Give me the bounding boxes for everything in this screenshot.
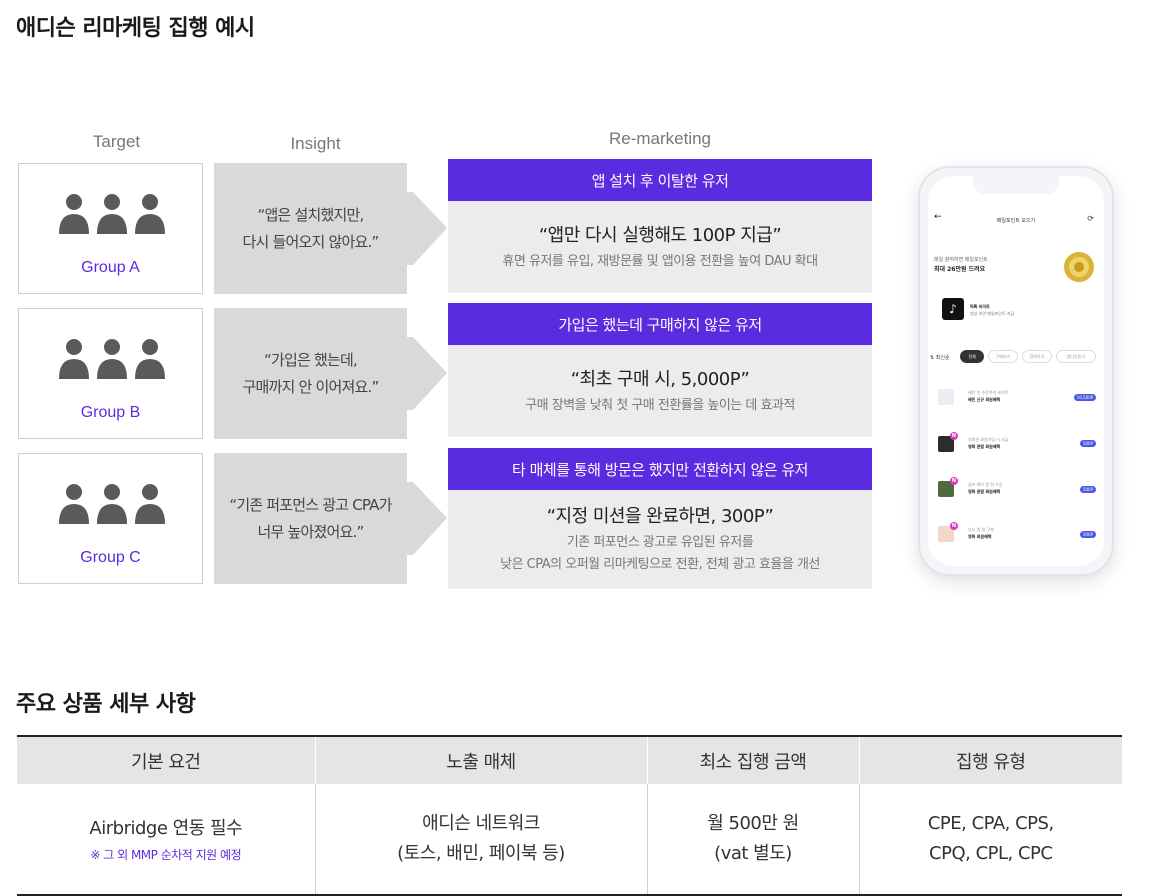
table-header-media: 노출 매체 <box>315 735 648 784</box>
section-title-product-details: 주요 상품 세부 사항 <box>16 692 196 717</box>
filter-chip-all[interactable]: 전체 <box>960 350 984 363</box>
offer-thumbnail <box>938 389 954 405</box>
remarketing-target-headline: 타 매체를 통해 방문은 했지만 전환하지 않은 유저 <box>448 448 872 490</box>
target-group-a-card: Group A <box>18 163 203 294</box>
insight-quote: “기존 퍼포먼스 광고 CPA가 너무 높아졌어요.” <box>229 495 392 541</box>
offer-thumbnail <box>938 481 954 497</box>
remarketing-card: 앱 설치 후 이탈한 유저 “앱만 다시 실행해도 100P 지급” 휴면 유저… <box>448 159 872 293</box>
group-label: Group B <box>80 404 141 421</box>
offer-line1: 골프 예약 앱 첫 가입 <box>968 482 1003 487</box>
remarketing-description: 기존 퍼포먼스 광고로 유입된 유저를 <box>566 535 754 550</box>
table-header-types: 집행 유형 <box>859 735 1122 784</box>
remarketing-description: 낮은 CPA의 오퍼월 리마케팅으로 전환, 전체 광고 효율을 개선 <box>500 557 820 572</box>
reward-pill[interactable]: 10,500P <box>1074 394 1096 401</box>
media-cell: 애디슨 네트워크 (토스, 배민, 페이북 등) <box>315 784 648 896</box>
users-icon <box>59 339 165 379</box>
types-cell: CPE, CPA, CPS, CPQ, CPL, CPC <box>859 784 1122 896</box>
offer-line2: 영화 관람 회원혜택 <box>968 489 1001 494</box>
offer-line2: 영화 관람 회원혜택 <box>968 444 1001 449</box>
insight-card: “기존 퍼포먼스 광고 CPA가 너무 높아졌어요.” <box>214 453 407 584</box>
insight-quote: “앱은 설치했지만, 다시 들어오지 않아요.” <box>242 205 380 251</box>
offer-line1: 배민 첫 주문하면 포인트 <box>968 390 1009 395</box>
arrow-right-icon <box>407 482 447 555</box>
back-arrow-icon: ← <box>934 212 942 222</box>
offer-thumbnail <box>938 526 954 542</box>
offer-line2: 배민 신규 회원혜택 <box>968 397 1001 402</box>
remarketing-offer: “지정 미션을 완료하면, 300P” <box>546 506 774 527</box>
remarketing-description: 구매 장벽을 낮춰 첫 구매 전환률을 높이는 데 효과적 <box>525 398 795 413</box>
table-header-requirement: 기본 요건 <box>17 735 316 784</box>
filter-chip-join[interactable]: 참여하기 <box>1022 350 1052 363</box>
remarketing-description: 휴면 유저를 유입, 재방문률 및 앱이용 전환을 높여 DAU 확대 <box>502 254 818 269</box>
phone-notch <box>973 176 1059 194</box>
requirement-note: ※ 그 외 MMP 순차적 지원 예정 <box>90 848 242 862</box>
banner-line1: 매일 참여하면 매일포인트 <box>934 257 988 263</box>
sort-label: 최신순 <box>935 355 950 361</box>
group-label: Group C <box>80 549 141 566</box>
requirement-value: Airbridge 연동 필수 <box>89 818 243 839</box>
remarketing-card: 타 매체를 통해 방문은 했지만 전환하지 않은 유저 “지정 미션을 완료하면… <box>448 448 872 589</box>
featured-offer-title: 틱톡 라이트 <box>970 304 990 309</box>
arrow-right-icon <box>407 192 447 265</box>
remarketing-offer: “앱만 다시 실행해도 100P 지급” <box>538 225 782 246</box>
insight-quote: “가입은 했는데, 구매까지 안 이어져요.” <box>242 350 380 396</box>
min-budget-cell: 월 500만 원 (vat 별도) <box>647 784 860 896</box>
column-header-target: Target <box>92 132 141 151</box>
offer-thumbnail <box>938 436 954 452</box>
featured-offer-desc: 영상 보면 매일포인트 지급 <box>970 311 1015 316</box>
insight-card: “앱은 설치했지만, 다시 들어오지 않아요.” <box>214 163 407 294</box>
target-group-b-card: Group B <box>18 308 203 439</box>
arrow-right-icon <box>407 337 447 410</box>
remarketing-target-headline: 가입은 했는데 구매하지 않은 유저 <box>448 303 872 345</box>
product-details-table: 기본 요건 노출 매체 최소 집행 금액 집행 유형 Airbridge 연동 … <box>17 735 1122 896</box>
requirement-cell: Airbridge 연동 필수 ※ 그 외 MMP 순차적 지원 예정 <box>17 784 316 896</box>
table-row: Airbridge 연동 필수 ※ 그 외 MMP 순차적 지원 예정 애디슨 … <box>17 784 1122 896</box>
filter-chip-buy[interactable]: 구매하기 <box>988 350 1018 363</box>
column-header-remarketing: Re-marketing <box>608 129 712 148</box>
group-label: Group A <box>81 259 140 276</box>
phone-mockup: ← 매일포인트 모으기 ⟳ 매일 참여하면 매일포인트 최대 26만원 드려요 … <box>918 166 1114 576</box>
reward-pill[interactable]: 500P <box>1080 486 1096 493</box>
column-header-insight: Insight <box>290 134 341 153</box>
remarketing-offer: “최초 구매 시, 5,000P” <box>570 369 750 390</box>
sort-button[interactable]: ⇅ 최신순 <box>930 355 950 361</box>
new-badge-icon: N <box>950 432 958 440</box>
users-icon <box>59 194 165 234</box>
headset-icon: ⟳ <box>1087 214 1094 223</box>
app-header-title: 매일포인트 모으기 <box>996 218 1036 224</box>
tiktok-icon: ♪ <box>942 298 964 320</box>
new-badge-icon: N <box>950 477 958 485</box>
target-group-c-card: Group C <box>18 453 203 584</box>
table-header-row: 기본 요건 노출 매체 최소 집행 금액 집행 유형 <box>17 735 1122 784</box>
offer-line1: 영화관 회원가입 시 지급 <box>968 437 1009 442</box>
phone-screen: ← 매일포인트 모으기 ⟳ 매일 참여하면 매일포인트 최대 26만원 드려요 … <box>928 176 1104 566</box>
coin-icon <box>1064 252 1094 282</box>
offer-line1: 뷰티 앱 첫 구매 <box>968 527 994 532</box>
reward-pill[interactable]: 500P <box>1080 440 1096 447</box>
new-badge-icon: N <box>950 522 958 530</box>
insight-card: “가입은 했는데, 구매까지 안 이어져요.” <box>214 308 407 439</box>
page-title: 애디슨 리마케팅 집행 예시 <box>16 16 255 41</box>
remarketing-target-headline: 앱 설치 후 이탈한 유저 <box>448 159 872 201</box>
banner-line2: 최대 26만원 드려요 <box>934 266 986 273</box>
reward-pill[interactable]: 500P <box>1080 531 1096 538</box>
offer-line2: 영화 회원혜택 <box>968 534 992 539</box>
users-icon <box>59 484 165 524</box>
filter-chip-download[interactable]: 앱다운받기 <box>1056 350 1096 363</box>
remarketing-card: 가입은 했는데 구매하지 않은 유저 “최초 구매 시, 5,000P” 구매 … <box>448 303 872 437</box>
table-header-min-budget: 최소 집행 금액 <box>647 735 860 784</box>
